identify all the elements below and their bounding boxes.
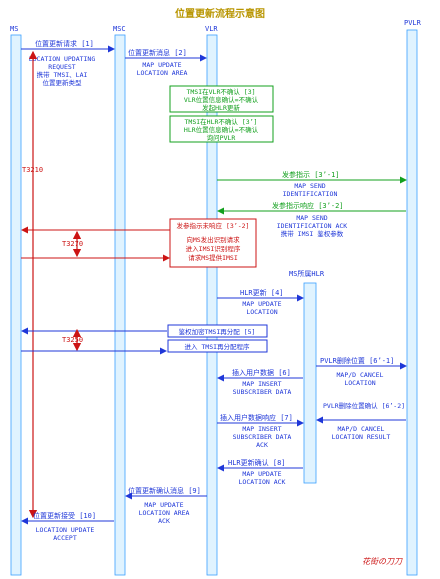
- box-3: [169, 85, 274, 113]
- msg-1-note-1: LOCATION UPDATING: [29, 55, 96, 63]
- msg-6a-note-2: LOCATION: [344, 379, 375, 387]
- lifeline-vlr: [206, 34, 218, 576]
- msg-6b-note-2: LOCATION RESULT: [332, 433, 391, 441]
- msg-10-note-2: ACCEPT: [53, 534, 77, 542]
- box-3p2-line-4: 请求MS提供IMSI: [188, 253, 238, 262]
- lifeline-pvlr: [406, 29, 418, 576]
- signature: 花街の刀刀: [362, 557, 403, 566]
- msg-6-label: 插入用户数据 [6]: [232, 368, 291, 377]
- msg-3a-note-2: IDENTIFICATION: [283, 190, 338, 198]
- box-3-line-3: 发起HLR更新: [202, 103, 240, 112]
- msg-9-note-2: LOCATION AREA: [139, 509, 190, 517]
- msg-4-note-1: MAP UPDATE: [242, 300, 281, 308]
- box-5: [167, 324, 268, 338]
- lifeline-ms: [10, 34, 22, 576]
- timer-t3250-label: T3250: [62, 336, 83, 344]
- box-3p2-line-2: 向MS发出识别请求: [186, 235, 240, 244]
- box-3p-line-2: HLR位置信息确认=不确认: [184, 125, 259, 134]
- box-3p2-line-1: 发参指示未响应 [3’-2]: [177, 221, 250, 230]
- msg-8-note-1: MAP UPDATE: [242, 470, 281, 478]
- box-3-line-2: VLR位置信息确认=不确认: [184, 95, 259, 104]
- box-5b: [167, 339, 268, 353]
- msg-9-note-1: MAP UPDATE: [144, 501, 183, 509]
- msg-6a-label: PVLR删除位置 [6’-1]: [320, 356, 394, 365]
- msg-4-label: HLR更新 [4]: [240, 288, 284, 297]
- msg-1-label: 位置更新请求 [1]: [35, 39, 94, 48]
- msg-2-note-2: LOCATION AREA: [137, 69, 188, 77]
- msg-3b-note-3: 携带 IMSI 鉴权参数: [281, 229, 344, 238]
- msg-7-note-1: MAP INSERT: [242, 425, 281, 433]
- box-3p-line-1: TMSI在HLR不确认 [3’]: [185, 117, 258, 126]
- msg-2-label: 位置更新消息 [2]: [128, 48, 187, 57]
- msg-7-note-3: ACK: [256, 441, 268, 449]
- msg-4-note-2: LOCATION: [246, 308, 277, 316]
- box-3p2-line-3: 进入IMSI识别程序: [186, 244, 241, 253]
- box-5b-label: 进入 TMSI再分配程序: [184, 342, 250, 351]
- timer-t3210-label: T3210: [22, 166, 43, 174]
- msg-3a-label: 发参指示 [3’-1]: [282, 170, 340, 179]
- box-3p: [169, 115, 274, 143]
- msg-1-note-4: 位置更新类型: [43, 78, 83, 87]
- msg-10-label: 位置更新接受 [10]: [33, 511, 96, 520]
- msg-6b-note-1: MAP/D CANCEL: [338, 425, 385, 433]
- msg-3b-note-1: MAP SEND: [296, 214, 327, 222]
- msg-8-label: HLR更新确认 [8]: [228, 458, 286, 467]
- msg-7-note-2: SUBSCRIBER DATA: [233, 433, 292, 441]
- msg-9-note-3: ACK: [158, 517, 170, 525]
- msg-3b-label: 发参指示响应 [3’-2]: [272, 201, 344, 210]
- msg-2-note-1: MAP UPDATE: [142, 61, 181, 69]
- msg-6b-label: PVLR删除位置确认 [6’-2]: [323, 401, 405, 410]
- msg-6-note-1: MAP INSERT: [242, 380, 281, 388]
- box-3p-line-3: 询问PVLR: [207, 133, 236, 142]
- msg-1-note-2: REQUEST: [48, 63, 75, 71]
- box-5-label: 鉴权加密TMSI再分配 [5]: [179, 327, 256, 336]
- msg-9-label: 位置更新确认消息 [9]: [128, 486, 201, 495]
- msg-3b-note-2: IDENTIFICATION ACK: [277, 222, 348, 230]
- entity-label-msc: MSC: [113, 25, 126, 33]
- lifeline-hlr: [303, 282, 317, 484]
- lifeline-msc: [114, 34, 126, 576]
- box-3-line-1: TMSI在VLR不确认 [3]: [186, 87, 255, 96]
- page-title: 位置更新流程示意图: [175, 7, 265, 20]
- entity-label-hlr: MS所属HLR: [289, 269, 325, 278]
- entity-label-ms: MS: [10, 25, 18, 33]
- msg-10-note-1: LOCATION UPDATE: [36, 526, 95, 534]
- box-3p2: [169, 218, 257, 268]
- msg-6a-note-1: MAP/D CANCEL: [337, 371, 384, 379]
- msg-6-note-2: SUBSCRIBER DATA: [233, 388, 292, 396]
- msg-1-note-3: 携带 TMSI、LAI: [37, 70, 88, 79]
- msg-7-label: 插入用户数据响应 [7]: [220, 413, 293, 422]
- msg-3a-note-1: MAP SEND: [294, 182, 325, 190]
- entity-label-vlr: VLR: [205, 25, 218, 33]
- msg-8-note-2: LOCATION ACK: [239, 478, 286, 486]
- entity-label-pvlr: PVLR: [404, 19, 422, 27]
- timer-t3270-label: T3270: [62, 240, 83, 248]
